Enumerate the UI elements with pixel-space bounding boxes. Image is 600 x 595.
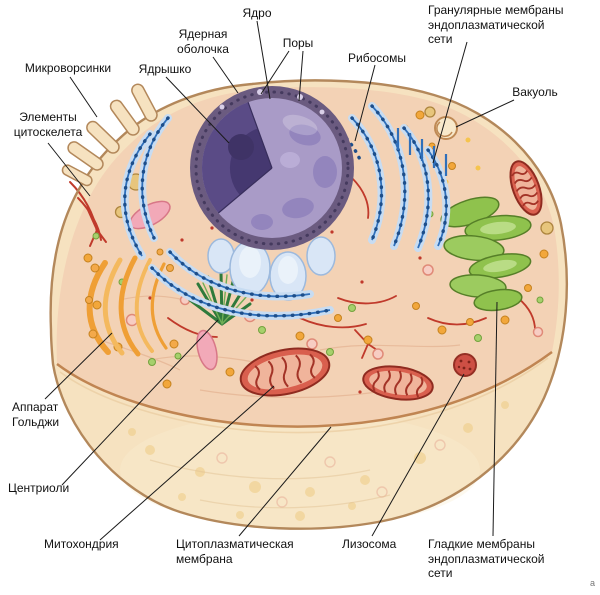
label-smooth-er-line3: сети: [428, 566, 453, 581]
nucleus-highlight: [282, 114, 318, 136]
leader-pores-1: [260, 50, 290, 95]
leader-nucleus: [256, 20, 271, 100]
nucleolus: [228, 134, 254, 160]
label-ribosomes: Рибосомы: [348, 51, 406, 65]
label-cytoskeleton-line1: Элементы: [19, 110, 77, 124]
label-granular-er-line3: сети: [428, 32, 453, 47]
leader-lines: [44, 20, 515, 541]
label-cytoskeleton: Элементы цитоскелета: [5, 110, 91, 139]
leader-nucleolus: [165, 76, 230, 144]
mitochondrion-1: [239, 347, 331, 397]
label-centrioles: Центриоли: [8, 481, 70, 495]
label-smooth-er: Гладкие мембраны эндоплазматической сети: [428, 537, 596, 581]
leader-nuclear-envelope: [212, 56, 239, 94]
label-pores: Поры: [282, 36, 314, 50]
cytoplasm-granules: [83, 106, 554, 394]
cytoplasm-strands: [99, 295, 461, 399]
exterior-highlight: [120, 412, 480, 528]
endoplasmic-reticulum: [120, 102, 451, 320]
label-plasma-membrane: Цитоплазматическая мембрана: [176, 537, 316, 566]
label-nucleus: Ядро: [242, 6, 272, 20]
leader-lysosome: [371, 373, 465, 537]
label-microvilli: Микроворсинки: [24, 61, 112, 75]
leader-microvilli: [69, 76, 98, 118]
nucleus: [190, 86, 354, 250]
mitochondrion-2: [362, 365, 434, 401]
label-vacuole: Вакуоль: [512, 85, 558, 99]
cut-edge: [56, 350, 553, 428]
label-nucleolus: Ядрышко: [138, 62, 192, 76]
leader-mitochondrion: [99, 385, 275, 541]
label-golgi: Аппарат Гольджи: [12, 400, 82, 429]
label-plasma-membrane-line2: мембрана: [176, 551, 233, 566]
label-smooth-er-line2: эндоплазматической: [428, 551, 545, 566]
nucleus-cut-edges: [218, 101, 273, 214]
label-nuclear-envelope: Ядерная оболочка: [160, 27, 246, 56]
exterior-strands: [149, 459, 391, 509]
free-ribosomes: [334, 126, 363, 164]
smooth-er: [440, 196, 532, 312]
cytoskeleton-fibers: [69, 177, 536, 359]
leader-pores-2: [298, 50, 304, 102]
cell-outline: [49, 79, 569, 530]
nuclear-pores: [219, 89, 325, 115]
vacuole: [434, 116, 458, 140]
label-cytoskeleton-line2: цитоскелета: [13, 124, 83, 139]
leader-plasma-membrane: [238, 426, 332, 537]
label-granular-er: Гранулярные мембраны эндоплазматической …: [428, 3, 596, 47]
corner-mark: а: [589, 578, 595, 588]
label-smooth-er-line1: Гладкие мембраны: [428, 537, 535, 551]
leader-smooth-er: [492, 301, 498, 537]
mitochondrion-3: [509, 160, 543, 216]
leader-ribosomes: [354, 64, 376, 142]
label-lysosome: Лизосома: [342, 537, 397, 551]
nuclear-envelope-speckles: [194, 90, 350, 246]
leader-centrioles: [61, 319, 219, 486]
label-nuclear-envelope-line1: Ядерная: [178, 27, 228, 41]
leader-granular-er: [432, 41, 468, 164]
label-golgi-line1: Аппарат: [12, 400, 59, 414]
lysosome: [453, 353, 477, 377]
nucleus-mottling: [251, 124, 337, 230]
label-granular-er-line1: Гранулярные мембраны: [428, 3, 564, 17]
label-golgi-line2: Гольджи: [12, 414, 60, 429]
pink-organelles: [129, 200, 218, 371]
label-granular-er-line2: эндоплазматической: [428, 17, 545, 32]
label-plasma-membrane-line1: Цитоплазматическая: [176, 537, 294, 551]
er-comb: [396, 128, 448, 176]
leader-cytoskeleton: [47, 142, 91, 197]
leader-golgi: [44, 332, 113, 400]
label-mitochondrion: Митохондрия: [44, 537, 119, 551]
leader-vacuole: [455, 99, 515, 128]
label-nuclear-envelope-line2: оболочка: [177, 41, 229, 56]
golgi-apparatus: [85, 248, 179, 357]
cut-edge-highlight: [59, 357, 549, 434]
